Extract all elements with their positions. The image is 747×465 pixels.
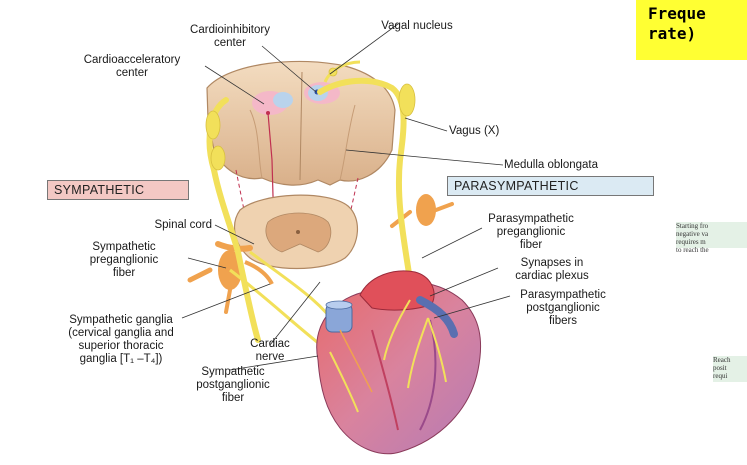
spinal-cord-label: Spinal cord [90, 219, 212, 232]
sympathetic-label-box: SYMPATHETIC [47, 180, 189, 200]
parasympathetic-label-box: PARASYMPATHETIC [447, 176, 654, 196]
side-note-snippet-2: Reach posit requi [713, 356, 747, 382]
parasympathetic-preganglionic-fiber-label: Parasympathetic preganglionic fiber [464, 213, 598, 252]
vagal-nucleus-label: Vagal nucleus [362, 20, 472, 33]
heart [317, 271, 481, 454]
vagus-label: Vagus (X) [449, 125, 539, 138]
sympathetic-ganglia-label: Sympathetic ganglia (cervical ganglia an… [46, 314, 196, 366]
medulla-oblongata-label: Medulla oblongata [504, 159, 644, 172]
cardioinhibitory-center-label: Cardioinhibitory center [170, 24, 290, 50]
cardioacceleratory-center-inner [273, 92, 293, 108]
cardiac-nerve-label: Cardiac nerve [232, 338, 308, 364]
cardioacceleratory-center-label: Cardioacceleratory center [56, 54, 208, 80]
spinal-cord [235, 195, 358, 268]
side-note-snippet-1: Starting fro negative va requires m to r… [676, 222, 747, 248]
parasympathetic-postganglionic-fibers-label: Parasympathetic postganglionic fibers [496, 289, 630, 328]
frequency-rate-banner: Freque rate) [636, 0, 747, 60]
synapses-in-cardiac-plexus-label: Synapses in cardiac plexus [494, 257, 610, 283]
sympathetic-postganglionic-fiber-label: Sympathetic postganglionic fiber [170, 366, 296, 405]
sympathetic-preganglionic-fiber-label: Sympathetic preganglionic fiber [60, 241, 188, 280]
